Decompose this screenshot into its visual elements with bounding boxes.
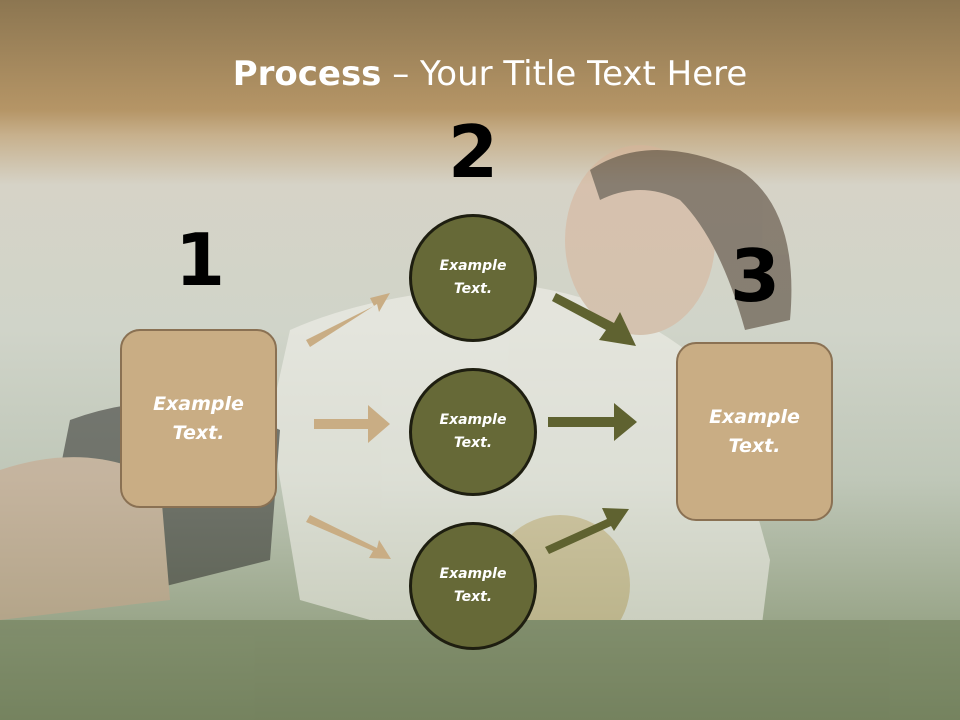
step-number-2: 2 — [447, 110, 499, 194]
circle-top-line-1: Example — [439, 258, 507, 274]
right-text-box[interactable]: Example Text. — [676, 342, 833, 521]
circle-top-line-2: Text. — [453, 281, 493, 297]
arrow-middle-to-right — [548, 403, 637, 441]
circle-top[interactable]: Example Text. — [409, 214, 537, 342]
left-box-line-2: Text. — [172, 421, 225, 444]
arrow-left-to-middle — [314, 405, 390, 443]
arrow-left-to-bottom — [306, 515, 391, 559]
circle-middle-line-1: Example — [439, 412, 507, 428]
circle-bottom[interactable]: Example Text. — [409, 522, 537, 650]
step-number-3: 3 — [729, 234, 781, 318]
step-number-1: 1 — [174, 218, 226, 302]
arrow-bottom-to-right — [545, 508, 629, 554]
title-bold: Process — [232, 54, 382, 94]
left-text-box[interactable]: Example Text. — [120, 329, 277, 508]
right-box-line-1: Example — [709, 405, 800, 428]
arrow-top-to-right — [552, 293, 636, 346]
arrow-left-to-top — [306, 293, 390, 347]
title-rest: – Your Title Text Here — [381, 54, 748, 94]
slide-title: Process – Your Title Text Here — [0, 54, 960, 94]
right-box-line-2: Text. — [728, 434, 781, 457]
circle-middle[interactable]: Example Text. — [409, 368, 537, 496]
circle-bottom-line-2: Text. — [453, 589, 493, 605]
left-box-line-1: Example — [153, 392, 244, 415]
circle-bottom-line-1: Example — [439, 566, 507, 582]
circle-middle-line-2: Text. — [453, 435, 493, 451]
